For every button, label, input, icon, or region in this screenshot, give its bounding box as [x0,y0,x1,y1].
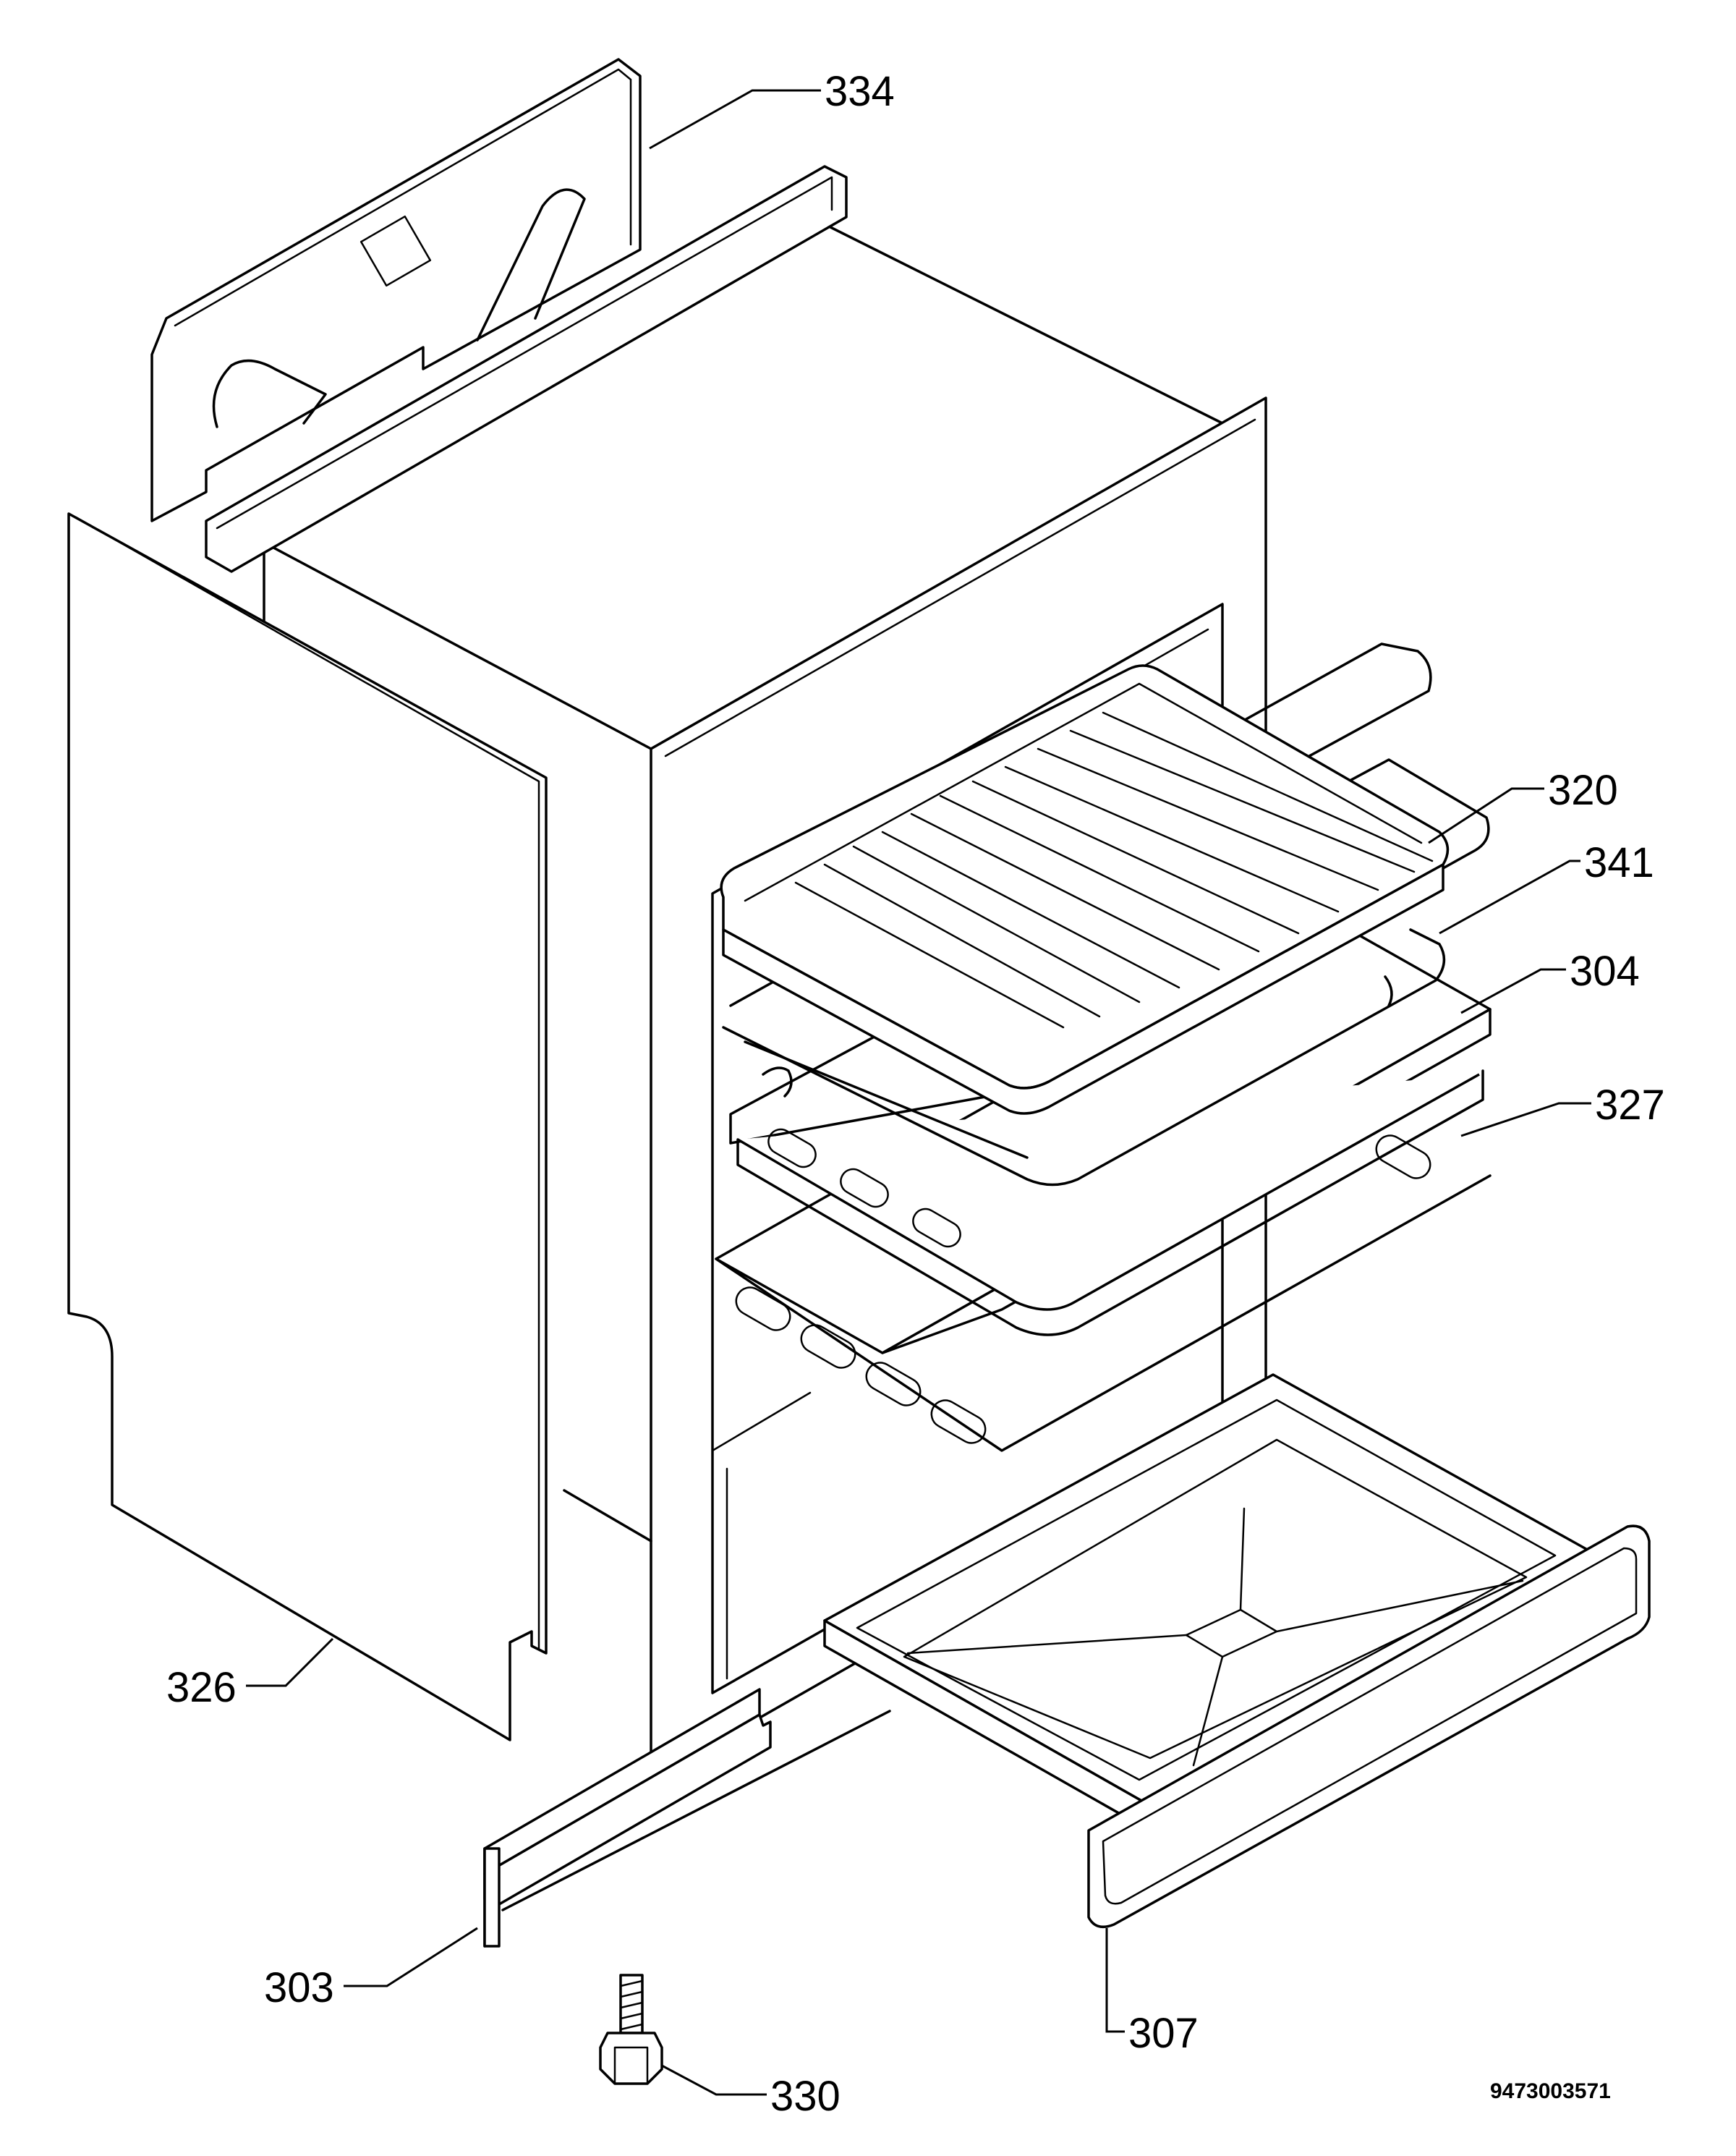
part-labels: 334 320 341 304 327 326 303 330 307 9473… [166,68,1665,2120]
label-341: 341 [1584,839,1654,886]
drawer-307 [823,1373,1651,1929]
leader-327 [1460,1102,1591,1137]
label-327: 327 [1595,1082,1665,1129]
leader-334 [649,89,821,150]
side-panel-326 [67,512,548,1741]
leader-326 [246,1637,334,1687]
label-326: 326 [166,1664,237,1711]
label-303: 303 [264,1964,334,2011]
leader-341 [1439,860,1580,935]
foot-screw-330 [599,1974,663,2085]
leader-330 [661,2064,767,2096]
rear-panel-334 [150,58,642,522]
label-304: 304 [1570,948,1640,995]
leader-lines [246,89,1591,2096]
label-320: 320 [1548,767,1618,814]
diagram-code: 9473003571 [1490,2079,1611,2103]
leader-307 [1105,1928,1125,2033]
leader-304 [1460,968,1566,1014]
leader-320 [1428,787,1544,844]
grill-tray-320 [720,664,1450,1115]
label-307: 307 [1128,2010,1199,2057]
leader-303 [344,1927,478,1987]
plinth-303 [483,1688,891,1948]
label-330: 330 [770,2073,841,2120]
label-334: 334 [825,68,895,115]
